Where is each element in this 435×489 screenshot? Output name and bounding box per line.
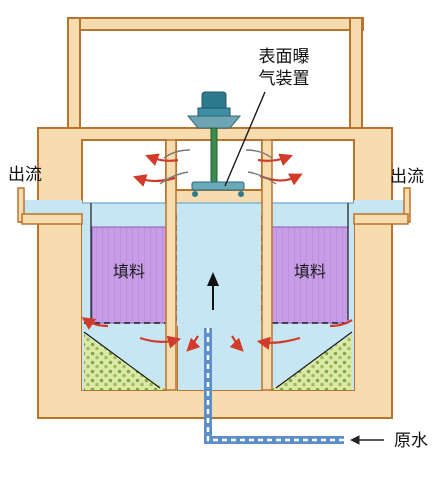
gray-flow-arcs <box>159 149 277 185</box>
aerator-label-line1: 表面曝 <box>259 47 310 67</box>
aerator-leader-line <box>224 91 266 187</box>
inflow-pipe <box>204 328 344 444</box>
packing-right <box>271 226 349 324</box>
outlet-trough-left <box>17 187 83 225</box>
packing-label-left: 填料 <box>113 262 145 281</box>
outlet-trough-right <box>353 187 411 225</box>
motor-icon <box>186 91 242 129</box>
top-frame <box>67 17 364 131</box>
packing-label-right: 填料 <box>294 262 326 281</box>
aerator-label-line2: 气装置 <box>259 69 310 89</box>
impeller-icon <box>191 127 245 197</box>
raw-water-label: 原水 <box>394 431 428 451</box>
outflow-label-left: 出流 <box>8 165 42 185</box>
flow-arrow-icon <box>207 272 219 310</box>
outflow-label-right: 出流 <box>390 167 424 187</box>
center-channel-walls <box>165 139 273 391</box>
